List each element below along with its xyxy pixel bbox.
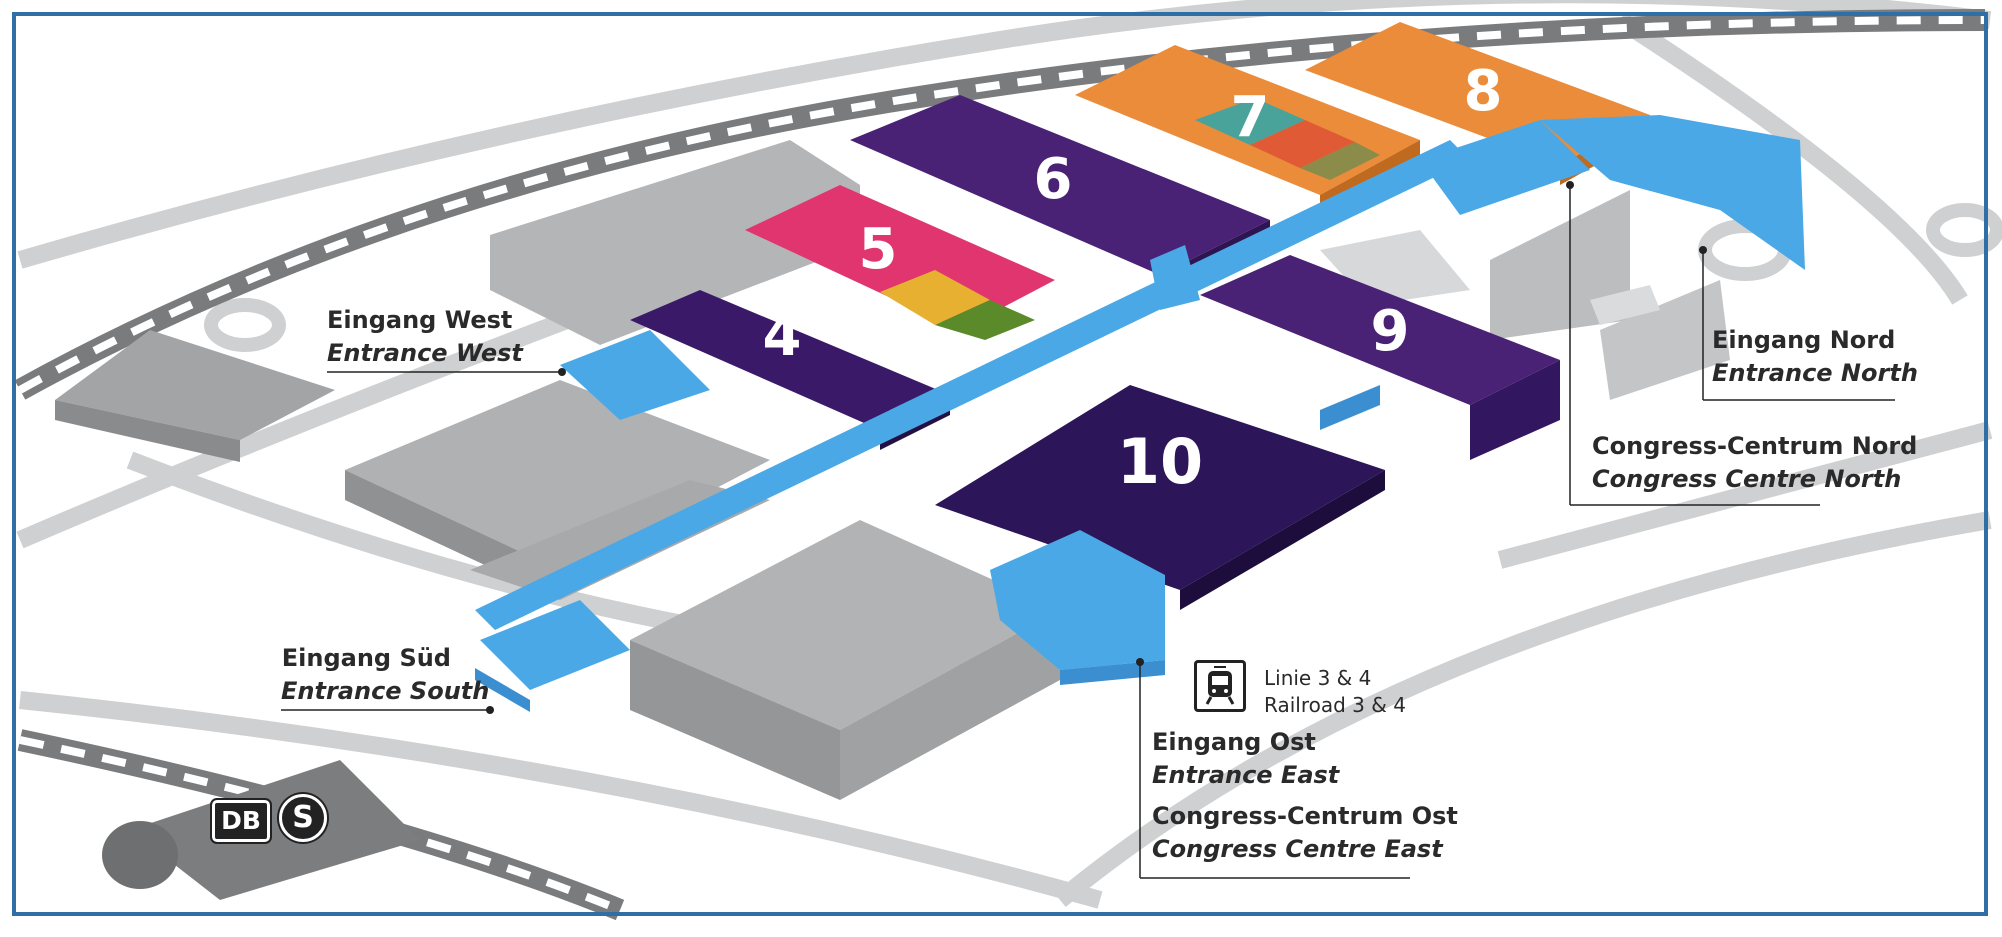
congress-north-en: Congress Centre North — [1592, 465, 1902, 493]
entrance-east-de: Eingang Ost — [1152, 728, 1316, 756]
hall-10 — [935, 385, 1385, 610]
building-south-west-1 — [345, 380, 770, 570]
entrance-north-label[interactable]: Eingang Nord Entrance North — [1712, 324, 1918, 390]
road-west — [16, 291, 624, 549]
station-dome — [102, 821, 178, 889]
map-frame — [12, 12, 1988, 916]
tram-line-de: Linie 3 & 4 — [1264, 666, 1372, 690]
entrance-north-en: Entrance North — [1712, 359, 1918, 387]
leader-lines — [281, 185, 1895, 879]
tram-line-en: Railroad 3 & 4 — [1264, 693, 1406, 717]
congress-east-en: Congress Centre East — [1152, 835, 1443, 863]
building-far-west — [55, 330, 335, 440]
entrance-south-de: Eingang Süd — [281, 644, 451, 672]
road-east — [1054, 511, 1992, 907]
db-logo: DB — [210, 798, 272, 844]
hall-number-8: 8 — [1464, 59, 1503, 124]
tram-icon — [1194, 660, 1246, 712]
hall-number-5: 5 — [859, 217, 898, 282]
congress-east-label[interactable]: Congress-Centrum Ost Congress Centre Eas… — [1152, 800, 1458, 866]
roundabout-northeast — [1926, 203, 2002, 257]
road-inner-east — [1497, 421, 1993, 569]
hall-number-9: 9 — [1371, 299, 1410, 364]
hall-number-4: 4 — [763, 304, 802, 369]
hall-number-6: 6 — [1034, 147, 1073, 212]
entrance-south-en: Entrance South — [281, 677, 490, 705]
railway-north — [14, 9, 1986, 400]
grey-buildings — [55, 140, 1730, 900]
hall-5 — [745, 185, 1055, 340]
sbahn-logo: S — [279, 794, 327, 842]
roundabout-west — [204, 298, 286, 352]
congress-north-de: Congress-Centrum Nord — [1592, 432, 1918, 460]
building-west-block — [490, 140, 860, 345]
road-outer-north — [17, 0, 1992, 269]
entrance-west-label[interactable]: Eingang West Entrance West — [327, 304, 523, 370]
station-building — [130, 760, 420, 900]
entrance-west-en: Entrance West — [327, 339, 523, 367]
connector-walkway — [475, 115, 1805, 690]
entrance-east-label[interactable]: Eingang Ost Entrance East — [1152, 726, 1339, 792]
congress-east-de: Congress-Centrum Ost — [1152, 802, 1458, 830]
congress-north-label[interactable]: Congress-Centrum Nord Congress Centre No… — [1592, 430, 1917, 496]
road-northeast — [1615, 12, 1968, 305]
road-south — [19, 691, 1103, 909]
entrance-north-de: Eingang Nord — [1712, 326, 1896, 354]
hall-number-10: 10 — [1117, 425, 1203, 498]
entrance-east-en: Entrance East — [1152, 761, 1340, 789]
entrance-south-label[interactable]: Eingang Süd Entrance South — [281, 642, 490, 708]
building-south-west-2 — [630, 520, 1060, 730]
entrance-west-de: Eingang West — [327, 306, 513, 334]
hall-9 — [1200, 255, 1560, 460]
hall-number-7: 7 — [1231, 85, 1270, 150]
tram-line-label: Linie 3 & 4 Railroad 3 & 4 — [1264, 665, 1406, 719]
